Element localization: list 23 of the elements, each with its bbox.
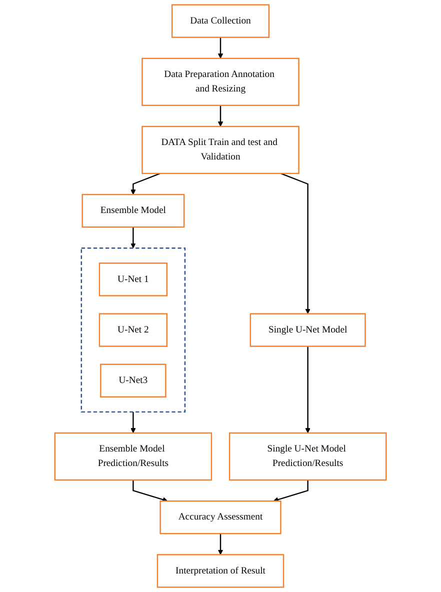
node-box: Single U-Net Model (250, 313, 366, 347)
node-box: U-Net3 (100, 364, 166, 398)
node-box: Single U-Net Model Prediction/Results (228, 432, 387, 481)
arrow (130, 227, 136, 248)
node-box: Ensemble Model (82, 194, 185, 228)
arrow (280, 172, 310, 314)
node-box: DATA Split Train and test and Validation (142, 126, 300, 174)
arrow (130, 412, 136, 434)
cluster (80, 248, 186, 413)
arrow (273, 480, 308, 502)
arrow (132, 480, 168, 502)
node-box: Interpretation of Result (156, 554, 284, 588)
node-box: U-Net 2 (98, 313, 168, 347)
arrow (218, 105, 224, 127)
node-box: Accuracy Assessment (160, 500, 282, 534)
arrow (130, 172, 160, 195)
node-box: Ensemble Model Prediction/Results (54, 432, 212, 481)
arrow (305, 346, 310, 434)
node-box: Data Collection (171, 4, 270, 38)
arrow (218, 37, 224, 59)
node-box: Data Preparation Annotation and Resizing (142, 58, 300, 106)
node-box: U-Net 1 (98, 262, 168, 296)
arrow (218, 534, 224, 555)
